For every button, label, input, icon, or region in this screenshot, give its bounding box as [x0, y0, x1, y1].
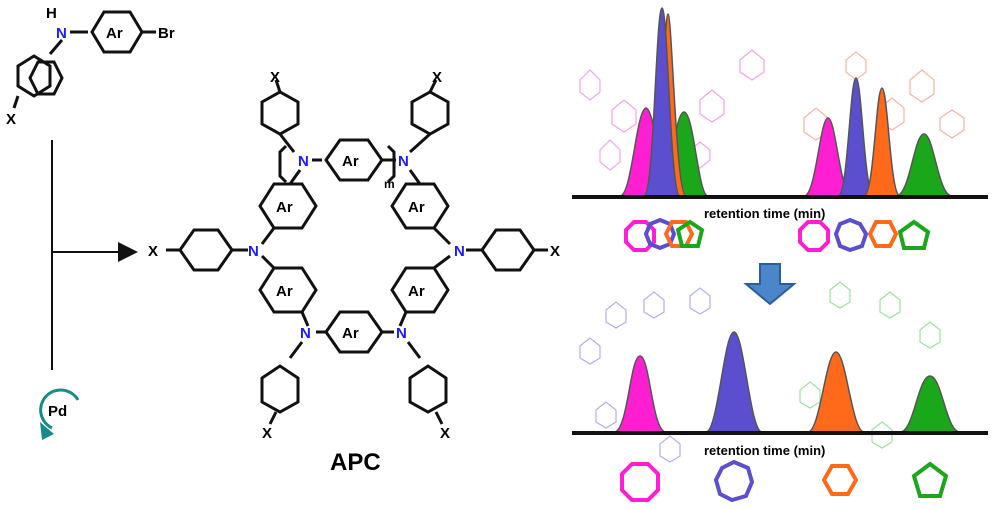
reactant-br: Br	[158, 25, 175, 42]
svg-text:Ar: Ar	[408, 283, 425, 300]
reactant-structure: H N Ar Br X	[6, 5, 175, 128]
svg-text:Ar: Ar	[276, 199, 293, 216]
svg-text:X: X	[550, 243, 560, 260]
svg-text:N: N	[454, 243, 465, 260]
svg-text:X: X	[270, 69, 280, 86]
svg-text:N: N	[248, 243, 259, 260]
svg-text:N: N	[398, 153, 409, 170]
svg-text:Ar: Ar	[342, 153, 359, 170]
svg-text:N: N	[298, 153, 309, 170]
bottom-chromatogram: retention time (min)	[572, 281, 988, 503]
svg-text:N: N	[300, 325, 311, 342]
reactant-x: X	[6, 111, 16, 128]
reactant-h: H	[46, 5, 57, 22]
top-chromatogram: retention time (min)	[572, 7, 988, 253]
svg-text:N: N	[396, 325, 407, 342]
product-name: APC	[330, 449, 381, 476]
svg-text:X: X	[262, 425, 272, 442]
pentagon-icon	[675, 219, 705, 248]
svg-text:Ar: Ar	[408, 199, 425, 216]
apc-labels: X X N N Ar m Ar Ar N N X X Ar Ar Ar N N …	[148, 69, 560, 476]
top-axis-label: retention time (min)	[704, 206, 825, 221]
down-arrow-icon	[743, 263, 797, 306]
svg-text:X: X	[440, 425, 450, 442]
svg-text:Ar: Ar	[342, 325, 359, 342]
svg-text:Ar: Ar	[276, 283, 293, 300]
svg-text:X: X	[432, 69, 442, 86]
svg-text:m: m	[384, 177, 395, 191]
svg-text:X: X	[148, 243, 158, 260]
catalyst-label: Pd	[48, 403, 67, 420]
hexagon-icon	[663, 220, 695, 248]
pd-cycle-icon: Pd	[39, 388, 80, 440]
bottom-axis-label: retention time (min)	[704, 443, 825, 458]
reactant-ar: Ar	[106, 25, 123, 42]
apc-structure	[166, 79, 548, 425]
reactant-n: N	[56, 25, 67, 42]
